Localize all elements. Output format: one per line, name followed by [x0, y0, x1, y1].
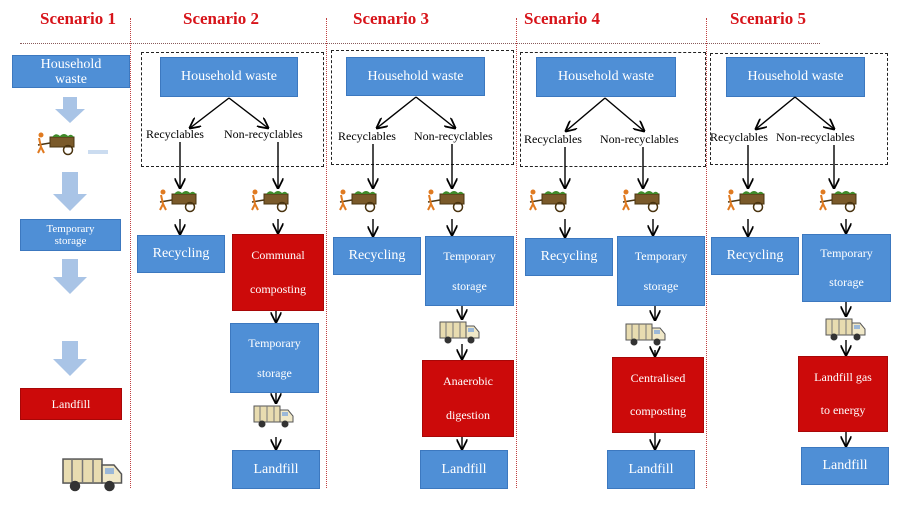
s3-residual-cart-icon — [427, 188, 465, 213]
s5-recycle-cart-icon — [727, 188, 765, 213]
s4-temporary-storage: Temporary storage — [617, 236, 705, 306]
s2-recycle-cart-icon — [159, 188, 197, 213]
s5-store-l1: Temporary — [820, 246, 873, 260]
s4-landfill: Landfill — [607, 450, 695, 489]
s2-recycling-label: Recycling — [152, 246, 210, 261]
s3-landfill: Landfill — [420, 450, 508, 489]
s3-non-recyclables-label: Non-recyclables — [414, 129, 493, 143]
s5-recycling-label: Recycling — [726, 248, 784, 263]
s1-temporary-label: Temporary storage — [46, 223, 95, 247]
s5-landfill-label: Landfill — [822, 458, 868, 473]
s5-treat-l2: to energy — [820, 403, 866, 417]
s5-store-l2: storage — [829, 275, 864, 289]
s5-recycling: Recycling — [711, 237, 799, 275]
s1-flow-arrows — [53, 97, 87, 376]
s2-landfill: Landfill — [232, 450, 320, 489]
s3-recyclables-label: Recyclables — [338, 129, 396, 143]
s3-household-waste: Household waste — [346, 57, 485, 96]
s4-recycling-label: Recycling — [540, 249, 598, 264]
s5-source-separation-box — [710, 53, 888, 165]
s2-truck-icon — [253, 405, 294, 428]
s1-temporary-storage: Temporary storage — [20, 219, 121, 251]
separator-1 — [130, 18, 131, 488]
s2-treat-l1: Communal — [251, 248, 305, 263]
s4-household-waste: Household waste — [536, 57, 676, 97]
s1-household-waste: Household waste — [12, 55, 130, 88]
s4-truck-icon — [625, 323, 666, 346]
s5-temporary-storage: Temporary storage — [802, 234, 891, 302]
s4-non-recyclables-label: Non-recyclables — [600, 132, 679, 146]
scenario-3-title: Scenario 3 — [353, 9, 430, 28]
scenario-5-title: Scenario 5 — [730, 9, 807, 28]
s2-recycling: Recycling — [137, 235, 225, 273]
s5-truck-icon — [825, 318, 866, 341]
s1-landfill: Landfill — [20, 388, 122, 420]
s2-household-label: Household waste — [180, 69, 278, 84]
s2-treat-l2: composting — [250, 281, 306, 296]
s3-treat-l1: Anaerobic — [443, 374, 493, 389]
s3-landfill-label: Landfill — [441, 461, 487, 477]
s4-store-l1: Temporary — [634, 248, 688, 263]
s4-recyclables-label: Recyclables — [524, 132, 582, 146]
separator-3 — [516, 18, 517, 488]
s2-store-l1: Temporary — [248, 335, 301, 350]
s3-recycling-label: Recycling — [348, 248, 406, 263]
s4-recycling: Recycling — [525, 238, 613, 276]
s2-non-recyclables-label: Non-recyclables — [224, 127, 303, 141]
s5-landfill-gas-to-energy: Landfill gas to energy — [798, 356, 888, 432]
scenario-flow-arrows — [180, 96, 846, 449]
s3-treat-l2: digestion — [446, 407, 490, 422]
s3-recycle-cart-icon — [339, 188, 377, 213]
s4-household-label: Household waste — [557, 69, 655, 84]
s2-landfill-label: Landfill — [253, 461, 299, 477]
s1-cart-icon — [37, 131, 75, 156]
s5-household-label: Household waste — [747, 69, 844, 84]
s3-source-separation-box — [331, 50, 514, 165]
s1-household-label: Household waste — [40, 56, 102, 87]
s4-landfill-label: Landfill — [628, 461, 674, 477]
s5-non-recyclables-label: Non-recyclables — [776, 130, 855, 144]
s5-landfill: Landfill — [801, 447, 889, 485]
s4-treat-l1: Centralised — [630, 371, 686, 385]
s1-landfill-label: Landfill — [51, 396, 91, 411]
scenario-1-title: Scenario 1 — [40, 9, 117, 28]
s2-recyclables-label: Recyclables — [146, 127, 204, 141]
separator-2 — [326, 18, 327, 488]
s4-centralised-composting: Centralised composting — [612, 357, 704, 433]
s2-communal-composting: Communal composting — [232, 234, 324, 311]
s4-store-l2: storage — [643, 278, 679, 293]
s3-store-l2: storage — [452, 278, 487, 293]
s2-temporary-storage: Temporary storage — [230, 323, 319, 393]
s2-source-separation-box — [141, 52, 324, 167]
s3-store-l1: Temporary — [443, 248, 496, 263]
s2-household-waste: Household waste — [160, 57, 298, 97]
scenario-2-title: Scenario 2 — [183, 9, 260, 28]
header-divider — [20, 43, 820, 44]
s2-residual-cart-icon — [251, 188, 289, 213]
s4-treat-l2: composting — [630, 404, 686, 418]
s3-household-label: Household waste — [367, 68, 464, 84]
scenario-4-title: Scenario 4 — [524, 9, 601, 28]
s1-truck-icon — [62, 458, 123, 493]
s3-recycling: Recycling — [333, 237, 421, 275]
s4-recycle-cart-icon — [529, 188, 567, 213]
s2-store-l2: storage — [257, 365, 292, 380]
s5-household-waste: Household waste — [726, 57, 865, 97]
s5-treat-l1: Landfill gas — [814, 370, 872, 384]
s3-temporary-storage: Temporary storage — [425, 236, 514, 306]
s5-recyclables-label: Recyclables — [710, 130, 768, 144]
s4-source-separation-box — [520, 52, 706, 167]
separator-4 — [706, 18, 707, 488]
s4-residual-cart-icon — [622, 188, 660, 213]
s3-anaerobic-digestion: Anaerobic digestion — [422, 360, 514, 437]
s5-residual-cart-icon — [819, 188, 857, 213]
s3-truck-icon — [439, 321, 480, 344]
